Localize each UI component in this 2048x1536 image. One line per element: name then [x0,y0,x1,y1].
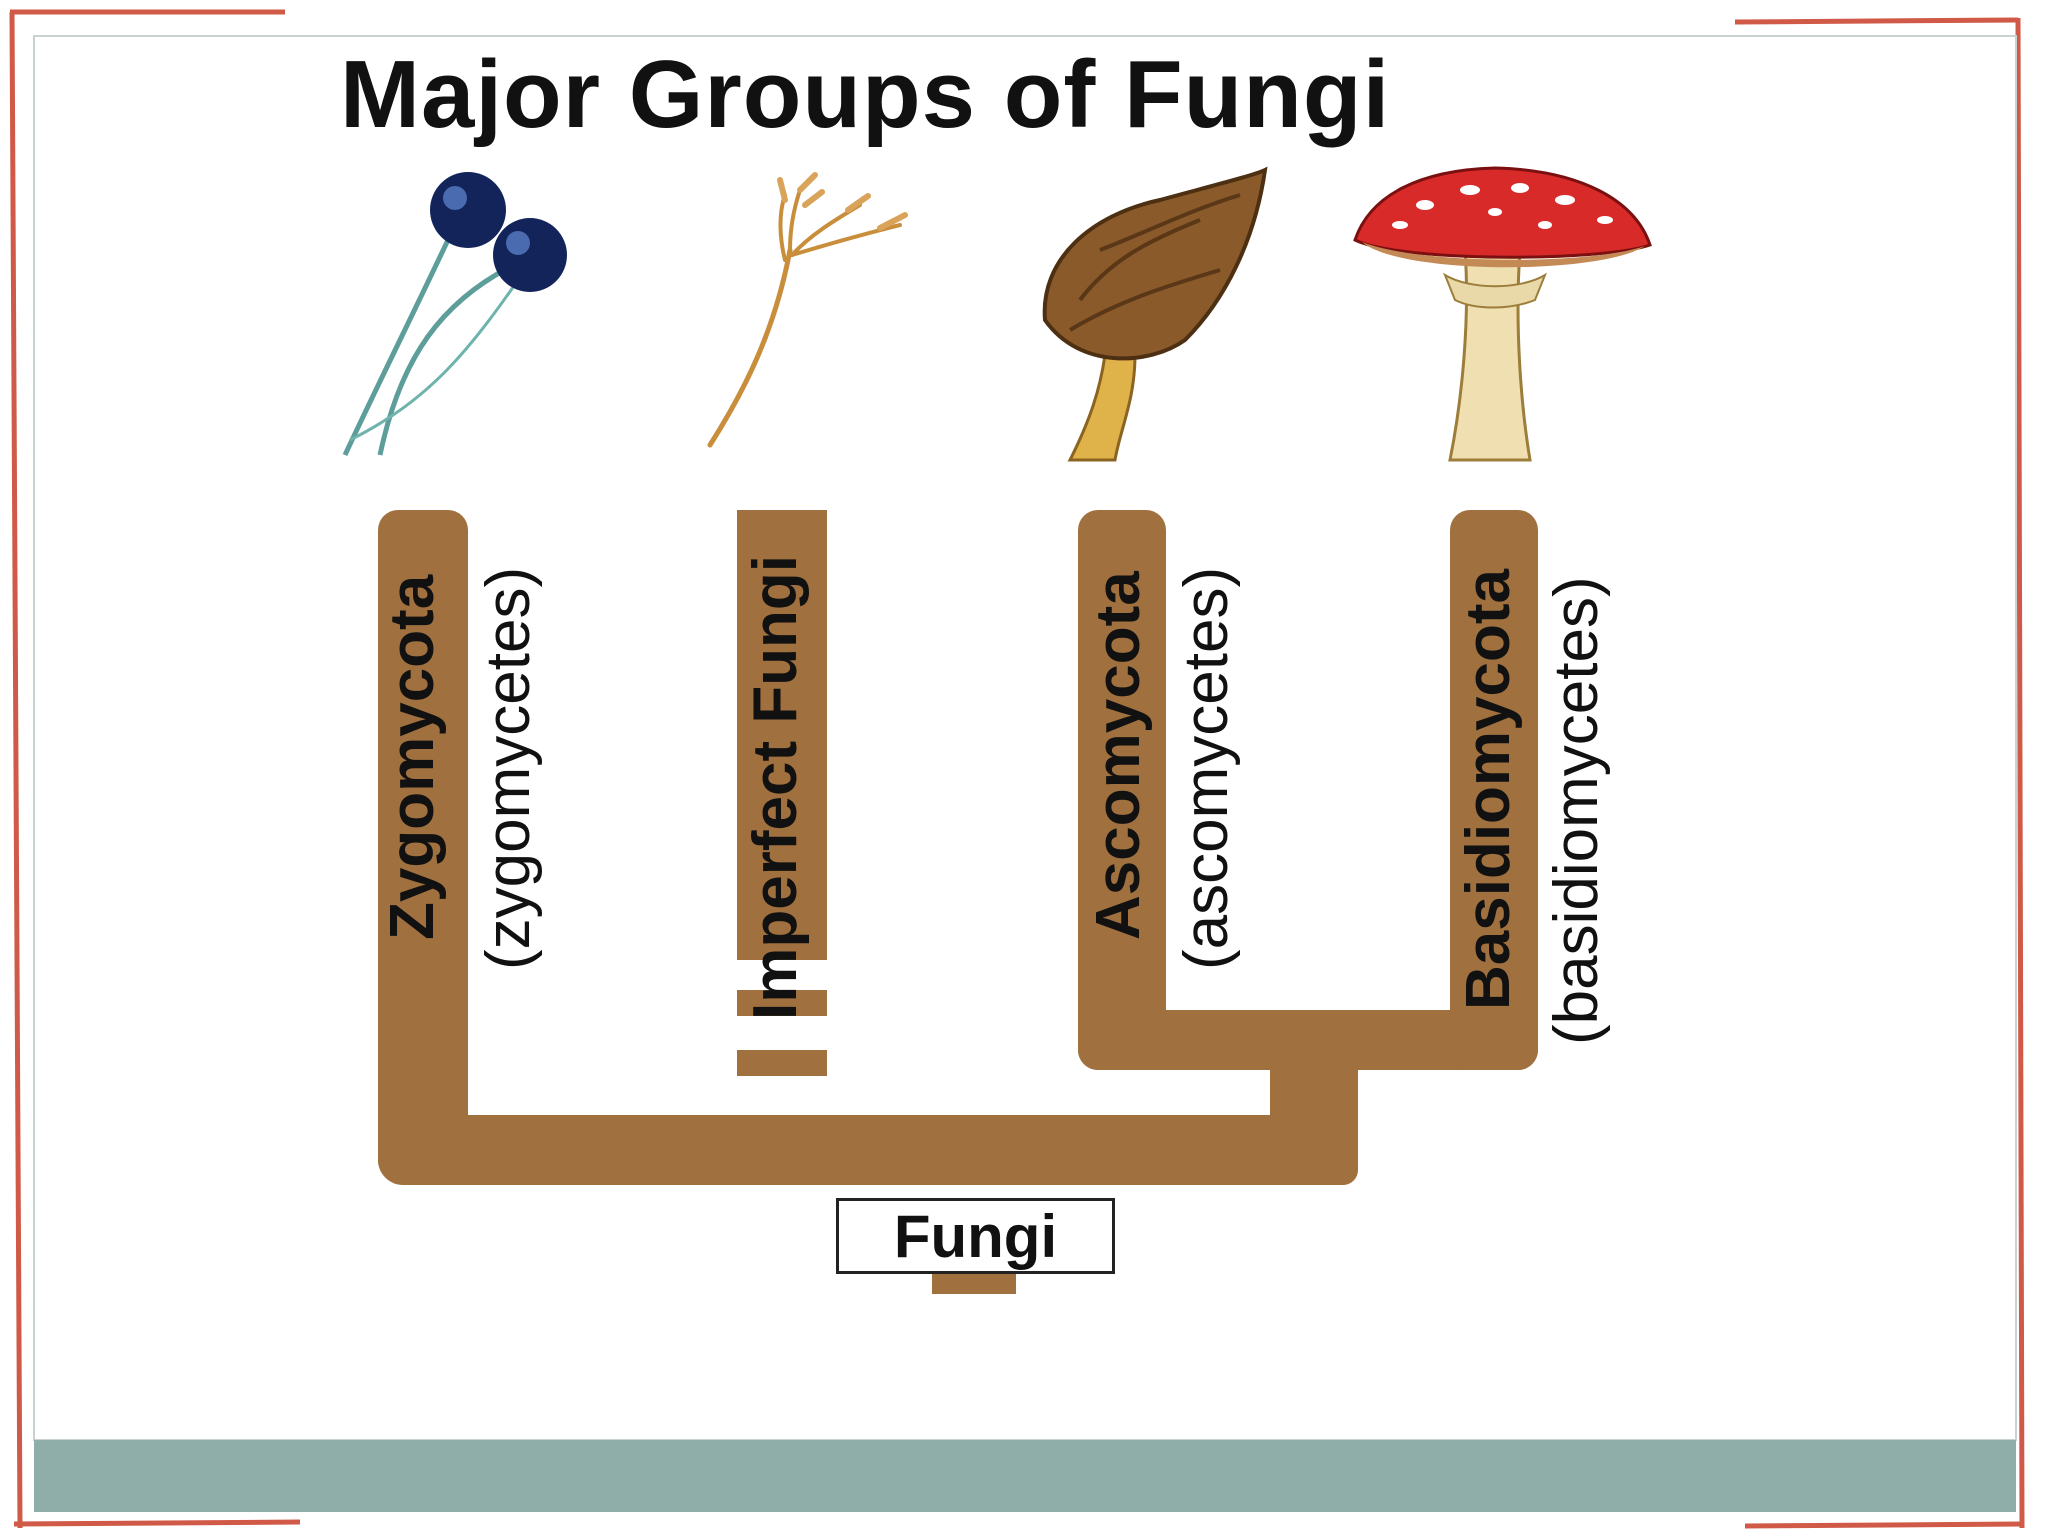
group-label-ascomycota: Ascomycota [1084,571,1153,940]
group-label-zygomycota: Zygomycota [378,574,447,940]
group-common-zygomycetes: (zygomycetes) [474,566,543,970]
root-label-fungi: Fungi [836,1198,1115,1274]
branch-basidiomycota [1450,510,1538,1070]
footer-bar [34,1440,2016,1512]
frame-bottom-left-stroke [13,1519,301,1527]
zygomycota-sporangia-icon [342,172,567,457]
branch-zygomycota [378,510,468,1180]
branch-main-horizontal [378,1115,1358,1185]
group-label-imperfect-fungi: Imperfect Fungi [741,554,810,1020]
diagram-title: Major Groups of Fungi [340,41,1391,148]
branch-imperfect-fungi [737,510,827,960]
frame-top-right-stroke [1734,17,2019,25]
branch-imperfect-dash-1 [737,990,827,1016]
frame-bottom-right-stroke [1744,1521,2023,1529]
morel-mushroom-icon [1042,166,1268,462]
group-label-basidiomycota: Basidiomycota [1454,568,1523,1010]
branch-root-stub [932,1270,1016,1294]
frame-left-stroke [9,11,23,1529]
branch-ascomycota [1078,510,1166,1070]
group-common-ascomycetes: (ascomycetes) [1172,566,1241,970]
frame-right-stroke [2015,17,2025,1529]
fly-agaric-mushroom-icon [1353,166,1652,462]
branch-imperfect-dash-2 [737,1050,827,1076]
imperfect-fungi-conidiophore-icon [707,172,908,448]
branch-asco-basidio-horizontal [1078,1010,1538,1070]
group-common-basidiomycetes: (basidiomycetes) [1542,576,1611,1045]
